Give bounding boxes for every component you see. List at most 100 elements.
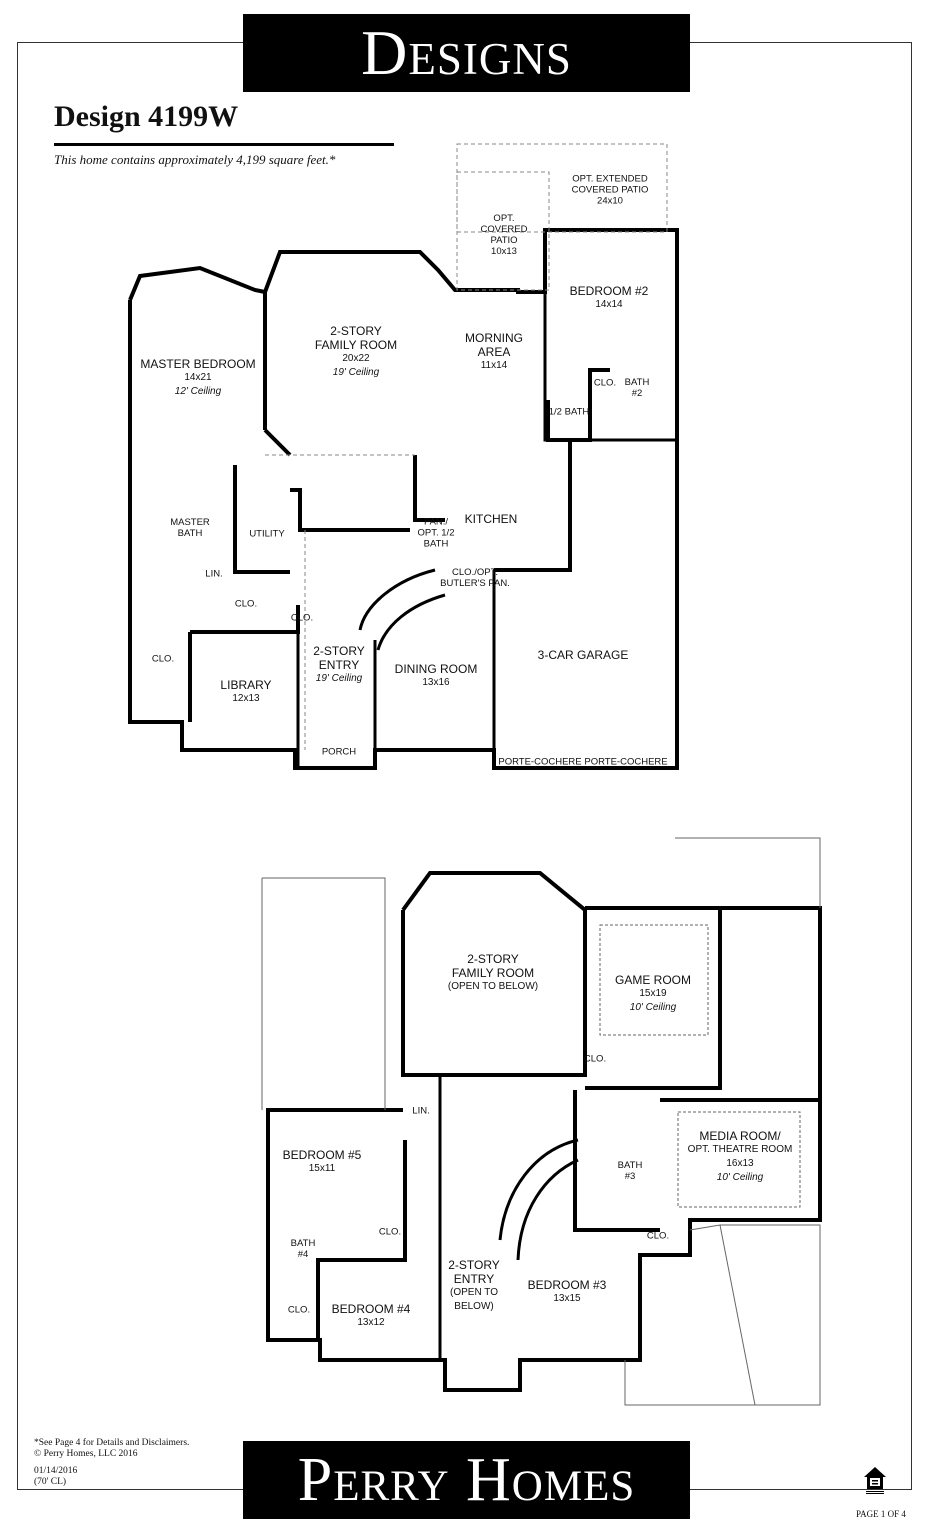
first-floor-walls xyxy=(128,228,679,770)
room-label-half-bath: 1/2 BATH xyxy=(548,406,590,418)
label-line: BATH xyxy=(423,538,449,550)
room-label-closet: CLO. xyxy=(583,1053,607,1065)
room-label-closet: CLO. xyxy=(593,377,617,389)
label-line: COVERED xyxy=(480,224,528,235)
label-line: FAMILY ROOM xyxy=(451,966,535,980)
label-line: #3 xyxy=(624,1171,636,1182)
room-dimension: 16x13 xyxy=(726,1158,754,1169)
second-floor-stair xyxy=(498,1138,579,1261)
second-floor-walls xyxy=(266,871,822,1392)
label-line: OPT. EXTENDED xyxy=(572,173,648,185)
ceiling-height: 10' Ceiling xyxy=(629,1002,677,1013)
ceiling-height: 19' Ceiling xyxy=(315,673,363,684)
label-line: LIBRARY xyxy=(220,678,272,692)
copyright-text: © Perry Homes, LLC 2016 xyxy=(34,1449,138,1459)
label-line: GAME ROOM xyxy=(614,973,692,987)
room-dimension: 15x11 xyxy=(308,1163,336,1174)
label-line: PAN./ xyxy=(423,516,449,528)
room-dimension: 12x13 xyxy=(232,693,260,704)
label-line: CLO./OPT. xyxy=(452,567,498,578)
room-dimension: 13x15 xyxy=(553,1293,581,1304)
date-text: 01/14/2016 xyxy=(34,1466,78,1476)
patio-outlines xyxy=(265,143,668,750)
label-line: ENTRY xyxy=(318,658,360,672)
label-line: 2-STORY xyxy=(467,952,519,966)
ceiling-height: 12' Ceiling xyxy=(174,386,222,397)
label-line: BUTLER'S PAN. xyxy=(440,578,510,589)
lot-text: (70' CL) xyxy=(34,1477,67,1487)
room-label-porte-cochere: PORTE-COCHERE xyxy=(498,756,582,768)
room-dimension: 13x12 xyxy=(357,1317,385,1328)
disclaimer-text: *See Page 4 for Details and Disclaimers. xyxy=(34,1438,190,1448)
label-line: BEDROOM #5 xyxy=(282,1148,362,1162)
label-line: 2-STORY xyxy=(448,1258,500,1272)
room-dimension: 15x19 xyxy=(639,988,667,999)
title-rule xyxy=(54,143,394,146)
label-line: AREA xyxy=(477,345,511,359)
label-line: MEDIA ROOM/ xyxy=(699,1129,781,1143)
room-label-porte-cochere: PORTE-COCHERE xyxy=(584,756,668,768)
label-line: 2-STORY xyxy=(313,644,365,658)
room-label-garage: 3-CAR GARAGE xyxy=(537,648,629,662)
label-line: MASTER BEDROOM xyxy=(140,357,256,371)
label-line: BEDROOM #2 xyxy=(569,284,649,298)
room-label-kitchen: KITCHEN xyxy=(464,512,518,526)
label-line: BEDROOM #3 xyxy=(527,1278,607,1292)
label-line: (OPEN TO xyxy=(450,1287,498,1298)
room-label-butlers-pantry: CLO./OPT.BUTLER'S PAN. xyxy=(440,567,510,589)
room-label-closet: CLO. xyxy=(290,612,314,624)
page-number: PAGE 1 OF 4 xyxy=(856,1509,906,1519)
label-line: MORNING xyxy=(465,331,523,345)
label-line: BEDROOM #4 xyxy=(331,1302,411,1316)
label-line: 2-STORY xyxy=(330,324,382,338)
label-line: BATH xyxy=(617,1160,643,1171)
label-line: DINING ROOM xyxy=(394,662,478,676)
label-line: #2 xyxy=(631,388,643,399)
room-label-porch: PORCH xyxy=(321,746,357,758)
label-line: MASTER xyxy=(170,517,210,528)
room-label-closet: CLO. xyxy=(151,653,175,665)
label-line: #4 xyxy=(297,1249,309,1260)
label-line: COVERED PATIO xyxy=(571,184,649,196)
room-dimension: 13x16 xyxy=(422,677,450,688)
label-line: BATH xyxy=(177,528,203,539)
design-title: Design 4199W xyxy=(54,100,239,133)
equal-housing-opportunity-icon xyxy=(864,1467,886,1494)
label-line: OPT. THEATRE ROOM xyxy=(687,1144,793,1155)
square-feet-note: This home contains approximately 4,199 s… xyxy=(54,152,336,167)
room-label-closet: CLO. xyxy=(234,598,258,610)
room-dimension: 14x21 xyxy=(184,372,212,383)
label-line: ENTRY xyxy=(453,1272,495,1286)
roof-outlines xyxy=(261,837,821,1406)
label-line: BATH xyxy=(290,1238,316,1249)
perry-homes-logo: Perry Homes xyxy=(243,1441,690,1519)
room-dimension: 20x22 xyxy=(342,353,370,364)
room-label-utility: UTILITY xyxy=(249,528,285,540)
disclaimer-note: *See Page 4 for Details and Disclaimers.… xyxy=(34,1438,189,1460)
room-label-closet: CLO. xyxy=(378,1226,402,1238)
label-line: OPT. 1/2 xyxy=(417,527,455,539)
ceiling-height: 19' Ceiling xyxy=(332,367,380,378)
label-line: BATH xyxy=(624,377,650,388)
label-line: (OPEN TO BELOW) xyxy=(447,981,539,992)
room-dimension: 11x14 xyxy=(480,360,508,371)
ceiling-height: 10' Ceiling xyxy=(716,1172,764,1183)
room-dimension: 24x10 xyxy=(597,195,623,207)
room-label-bath-4: BATH#4 xyxy=(291,1238,316,1260)
label-line: FAMILY ROOM xyxy=(314,338,398,352)
room-label-bath-2: BATH#2 xyxy=(625,377,650,399)
